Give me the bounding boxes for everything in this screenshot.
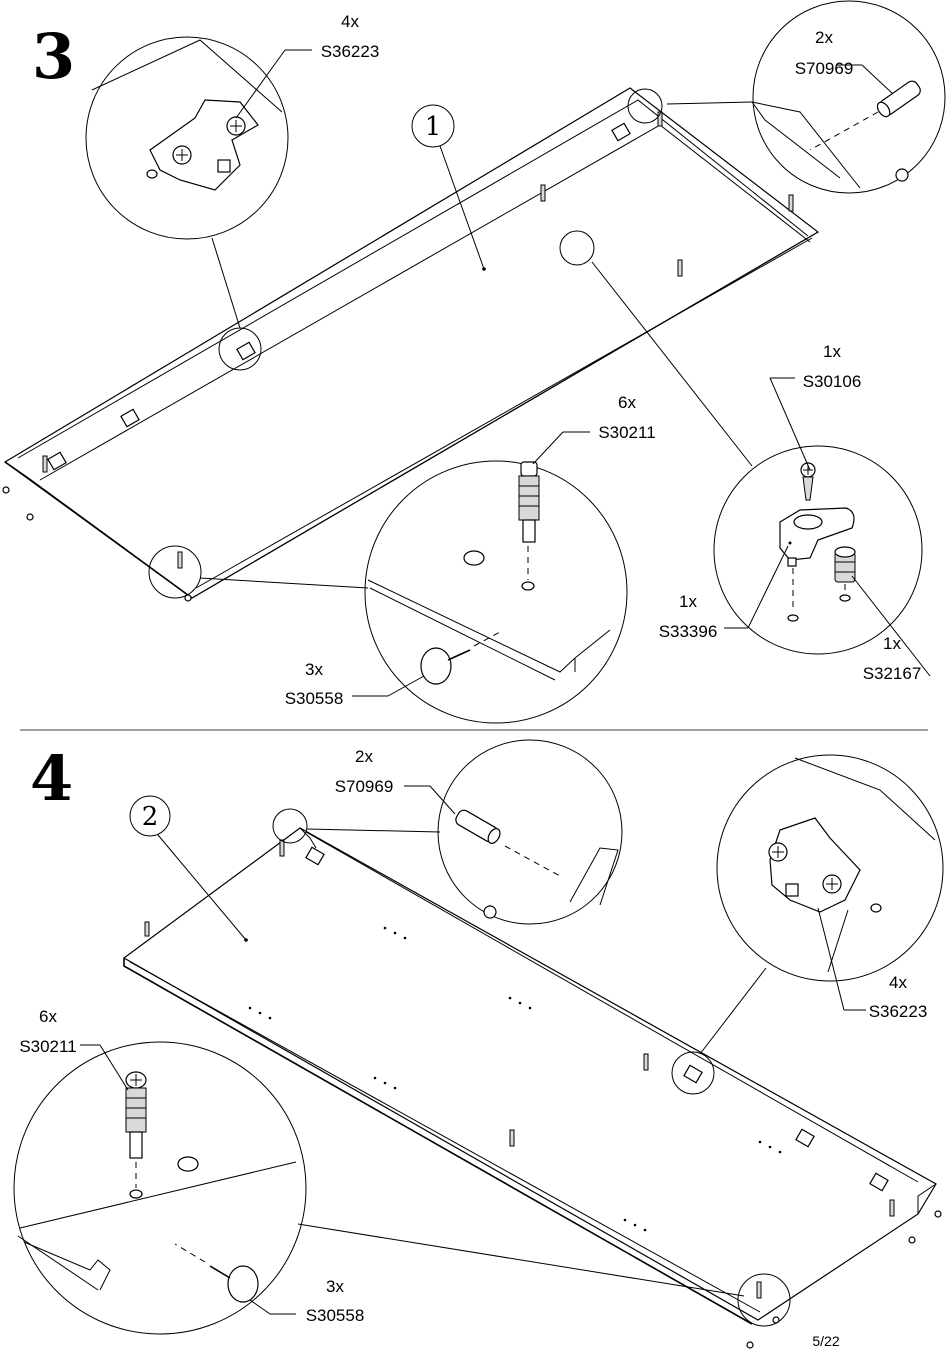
hinge-plate [769, 817, 861, 913]
step-number-3: 3 [32, 20, 75, 93]
screw-part [800, 462, 816, 501]
holder-code: S33396 [659, 622, 718, 641]
detail-circle-hinge [85, 36, 289, 329]
detail-marker-corner [148, 545, 202, 599]
nail-qty: 3x [326, 1277, 344, 1296]
dowel-code: S70969 [795, 59, 854, 78]
step-3: 3 [2, 0, 946, 724]
detail-circle-hinge [699, 754, 944, 1055]
panel-number-circle [129, 795, 171, 837]
hinge-code: S36223 [321, 42, 380, 61]
bumper-code: S32167 [863, 664, 922, 683]
nail-code: S30558 [306, 1306, 365, 1325]
cam-bolt-code: S30211 [19, 1037, 76, 1056]
bumper-part [834, 546, 856, 583]
hinge-qty: 4x [341, 12, 359, 31]
panel-number-1: 1 [425, 112, 442, 142]
detail-marker-holder [559, 230, 595, 266]
panel-1-drawing: 1 [2, 87, 820, 602]
step-4: 4 [13, 739, 944, 1349]
detail-marker-hinge [671, 1051, 715, 1095]
dowel-qty: 2x [815, 28, 833, 47]
cam-bolt-part [518, 461, 540, 543]
holder-part [779, 507, 855, 567]
panel-2-drawing: 2 [122, 795, 942, 1349]
cam-bolt-code: S30211 [598, 423, 655, 442]
hinge-marker [47, 122, 631, 471]
cam-bolt-part [125, 1071, 147, 1159]
screw-qty: 1x [823, 342, 841, 361]
detail-marker-dowel [627, 88, 663, 124]
detail-circle-dowel [306, 739, 623, 925]
detail-circle-holder [591, 261, 923, 655]
detail-marker-dowel [272, 808, 308, 844]
cam-bolt-marker [144, 839, 895, 1299]
dowel-qty: 2x [355, 747, 373, 766]
panel-1-board [3, 87, 820, 599]
screw-code: S30106 [803, 372, 862, 391]
dowel-code: S70969 [335, 777, 394, 796]
detail-circle-cam-bolt [13, 1041, 745, 1335]
panel-2-board [122, 827, 937, 1321]
cam-bolt-qty: 6x [618, 393, 636, 412]
page-number: 5/22 [812, 1333, 839, 1349]
hinge-code: S36223 [869, 1002, 928, 1021]
panel-number-circle [411, 104, 455, 148]
dowel-pin [876, 80, 921, 118]
detail-marker-corner [737, 1273, 791, 1327]
detail-circle-cam-bolt [199, 460, 628, 724]
nail-part [420, 631, 501, 685]
holder-qty: 1x [679, 592, 697, 611]
hinge-marker [305, 846, 889, 1192]
cam-bolt-qty: 6x [39, 1007, 57, 1026]
nail-code: S30558 [285, 689, 344, 708]
dowel-pin [455, 809, 501, 844]
step-number-4: 4 [30, 742, 73, 815]
nail-part [174, 1243, 259, 1303]
bumper-qty: 1x [883, 634, 901, 653]
hinge-qty: 4x [889, 973, 907, 992]
panel-number-2: 2 [142, 802, 159, 832]
detail-circle-dowel [666, 0, 946, 194]
hinge-plate [149, 99, 259, 191]
cam-bolt-marker [42, 111, 794, 569]
nail-qty: 3x [305, 660, 323, 679]
